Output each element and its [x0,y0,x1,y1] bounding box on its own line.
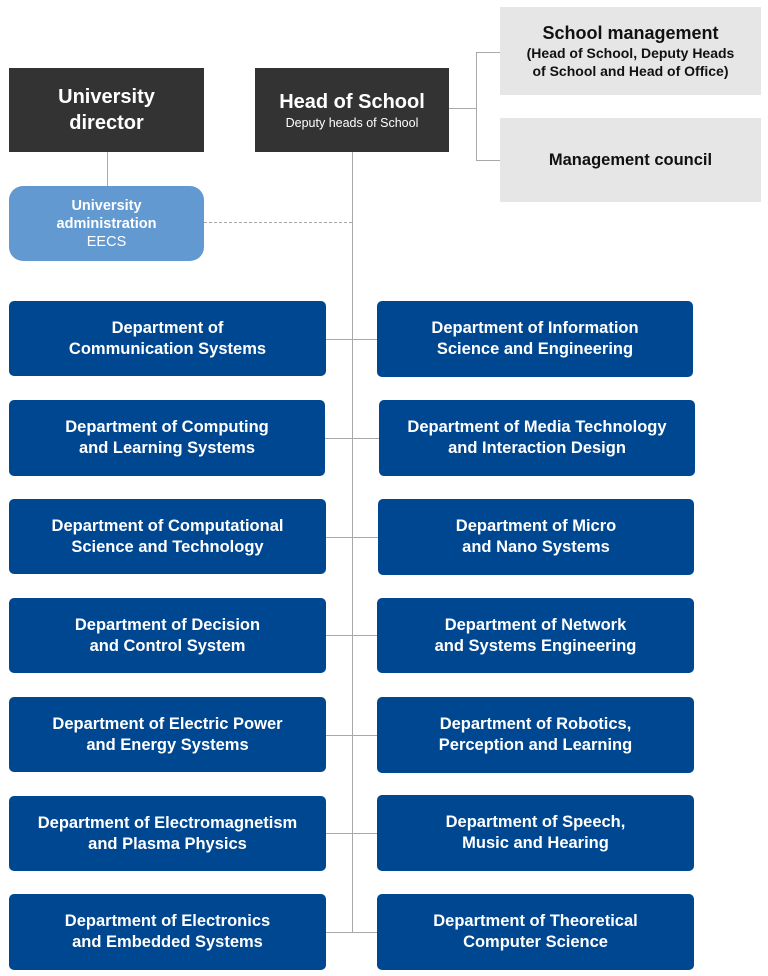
department-box-right-5[interactable]: Department of Robotics, Perception and L… [377,697,694,773]
connector-to-school-mgmt [476,52,501,53]
university-administration-box[interactable]: University administration EECS [9,186,204,261]
department-box-right-4[interactable]: Department of Network and Systems Engine… [377,598,694,673]
department-box-left-4[interactable]: Department of Decision and Control Syste… [9,598,326,673]
department-label: Department of Computing and Learning Sys… [65,418,269,457]
department-label: Department of Computational Science and … [51,516,284,556]
department-label: Department of Network and Systems Engine… [434,615,637,655]
department-box-left-6[interactable]: Department of Electromagnetism and Plasm… [9,796,326,871]
department-label: Department of Electromagnetism and Plasm… [37,813,298,853]
connector-row-5 [325,735,378,736]
department-box-left-7[interactable]: Department of Electronics and Embedded S… [9,894,326,970]
department-box-left-2[interactable]: Department of Computing and Learning Sys… [9,400,325,476]
head-of-school-box[interactable]: Head of School Deputy heads of School [255,68,449,152]
department-label: Department of Electric Power and Energy … [52,714,283,754]
department-box-right-1[interactable]: Department of Information Science and En… [377,301,693,377]
department-label: Department of Theoretical Computer Scien… [433,912,638,951]
department-label: Department of Information Science and En… [431,319,639,358]
school-management-subtitle: (Head of School, Deputy Heads of School … [526,45,735,79]
department-box-right-2[interactable]: Department of Media Technology and Inter… [379,400,695,476]
connector-row-1 [325,339,378,340]
connector-row-2 [325,438,379,439]
connector-to-council [476,160,501,161]
department-label: Department of Decision and Control Syste… [74,615,261,655]
department-label: Department of Electronics and Embedded S… [64,912,271,951]
department-label: Department of Speech, Music and Hearing [445,813,626,852]
university-director-label: University director [58,86,155,134]
university-administration-title: University administration [56,197,157,232]
head-of-school-subtitle: Deputy heads of School [285,116,419,130]
school-management-title: School management [542,23,719,43]
university-administration-subtitle: EECS [86,233,127,250]
connector-row-3 [325,537,378,538]
department-box-left-1[interactable]: Department of Communication Systems [9,301,326,376]
university-director-box[interactable]: University director [9,68,204,152]
department-box-right-3[interactable]: Department of Micro and Nano Systems [378,499,694,575]
connector-head-mgmt [449,108,476,109]
management-council-box[interactable]: Management council [500,118,761,202]
department-box-left-3[interactable]: Department of Computational Science and … [9,499,326,574]
department-box-right-7[interactable]: Department of Theoretical Computer Scien… [377,894,694,970]
management-council-label: Management council [548,150,713,169]
department-box-right-6[interactable]: Department of Speech, Music and Hearing [377,795,694,871]
connector-admin-dashed [204,222,352,223]
department-box-left-5[interactable]: Department of Electric Power and Energy … [9,697,326,772]
connector-trunk [352,151,353,933]
department-label: Department of Robotics, Perception and L… [438,715,633,754]
connector-row-4 [325,635,378,636]
connector-mgmt-vertical [476,52,477,160]
head-of-school-title: Head of School [279,91,425,113]
department-label: Department of Communication Systems [68,318,267,358]
connector-director-admin [107,151,108,187]
connector-row-6 [325,833,378,834]
department-label: Department of Media Technology and Inter… [407,418,667,457]
connector-row-7 [325,932,378,933]
school-management-box[interactable]: School management (Head of School, Deput… [500,7,761,95]
department-label: Department of Micro and Nano Systems [455,517,617,556]
